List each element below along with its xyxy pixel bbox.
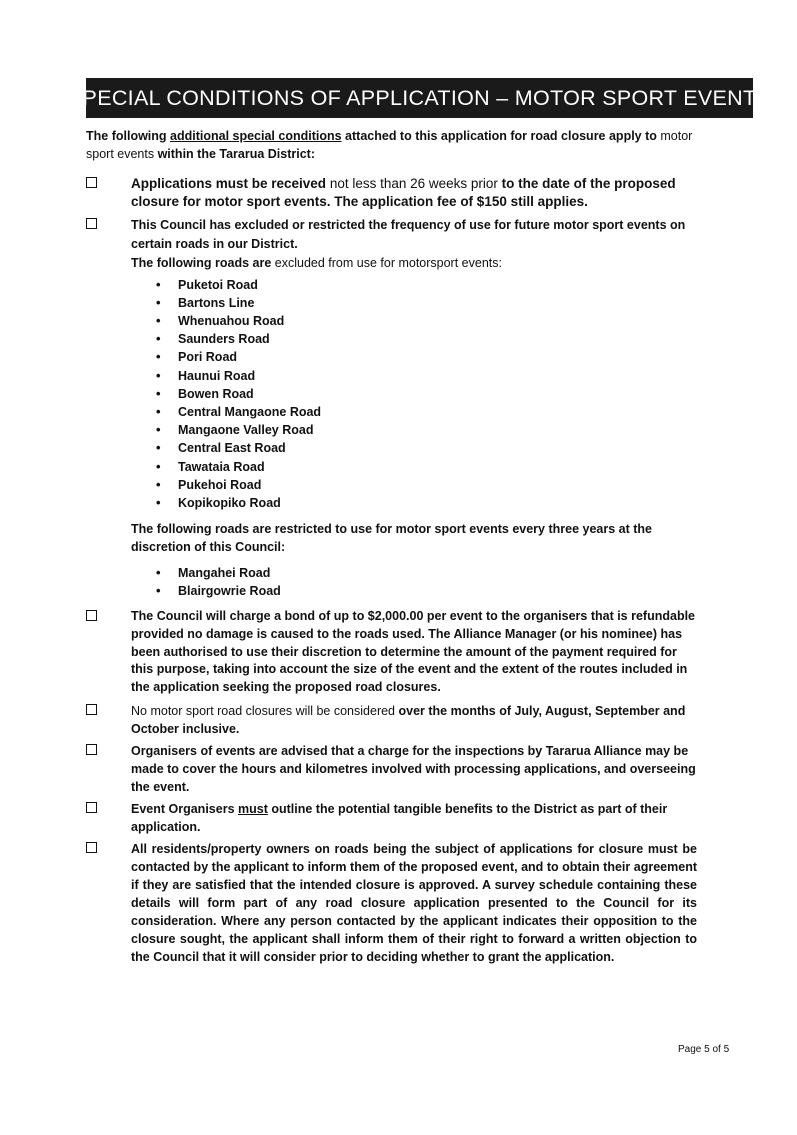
checkbox-icon[interactable] — [86, 610, 97, 621]
condition-4-text: No motor sport road closures will be con… — [131, 702, 697, 738]
condition-5-text: Organisers of events are advised that a … — [131, 744, 696, 794]
road-list-item: Bowen Road — [131, 385, 697, 403]
condition-2-body: This Council has excluded or restricted … — [131, 216, 697, 601]
checkbox-icon[interactable] — [86, 177, 97, 188]
excluded-roads-list: Puketoi RoadBartons LineWhenuahou RoadSa… — [131, 276, 697, 513]
condition-6-part-a: Event Organisers — [131, 802, 238, 816]
checkbox-icon[interactable] — [86, 842, 97, 853]
intro-text-4: motor sport events — [86, 129, 693, 161]
intro-text-5: within the Tararua District: — [157, 147, 316, 161]
condition-6-text: Event Organisers must outline the potent… — [131, 800, 697, 836]
road-list-item: Mangaone Valley Road — [131, 421, 697, 439]
condition-6-part-c: outline the potential tangible benefits … — [131, 802, 668, 834]
road-list-item: Whenuahou Road — [131, 312, 697, 330]
condition-7-text: All residents/property owners on roads b… — [131, 842, 697, 964]
intro-text-1: The following — [86, 129, 171, 143]
road-list-item: Pori Road — [131, 348, 697, 366]
road-list-item: Central East Road — [131, 439, 697, 457]
intro-underlined: additional special conditions — [170, 129, 342, 143]
condition-1-part-a: Applications must be received — [131, 176, 327, 191]
excluded-heading-b: excluded from use for motorsport events: — [274, 256, 502, 270]
road-list-item: Saunders Road — [131, 330, 697, 348]
road-list-item: Puketoi Road — [131, 276, 697, 294]
restricted-roads-heading: The following roads are restricted to us… — [131, 522, 652, 554]
page-number: Page 5 of 5 — [678, 1044, 730, 1055]
condition-2-text: This Council has excluded or restricted … — [131, 218, 686, 251]
condition-4-part-b: over the months of July, August, Septemb… — [131, 704, 686, 736]
road-list-item: Tawataia Road — [131, 458, 697, 476]
page-title-text: SPECIAL CONDITIONS OF APPLICATION – MOTO… — [67, 85, 772, 110]
intro-paragraph: The following additional special conditi… — [86, 127, 696, 163]
page-title: SPECIAL CONDITIONS OF APPLICATION – MOTO… — [68, 78, 771, 118]
condition-1-text: Applications must be received not less t… — [131, 175, 697, 211]
condition-1-part-b: not less than 26 weeks prior — [326, 176, 502, 191]
road-list-item: Kopikopiko Road — [131, 494, 697, 512]
restricted-roads-list: Mangahei RoadBlairgowrie Road — [131, 564, 697, 601]
road-list-item: Mangahei Road — [131, 564, 697, 582]
road-list-item: Blairgowrie Road — [131, 582, 697, 600]
checkbox-icon[interactable] — [86, 744, 97, 755]
checkbox-icon[interactable] — [86, 704, 97, 715]
checkbox-icon[interactable] — [86, 218, 97, 229]
road-list-item: Bartons Line — [131, 294, 697, 312]
road-list-item: Haunui Road — [131, 367, 697, 385]
checkbox-icon[interactable] — [86, 802, 97, 813]
excluded-roads-heading: The following roads are excluded from us… — [131, 254, 697, 273]
condition-4-part-a: No motor sport road closures will be con… — [131, 704, 399, 718]
road-list-item: Central Mangaone Road — [131, 403, 697, 421]
road-list-item: Pukehoi Road — [131, 476, 697, 494]
condition-3-text: The Council will charge a bond of up to … — [131, 609, 696, 695]
condition-1-part-c: to the date of the proposed closure for … — [131, 176, 676, 209]
excluded-heading-a: The following roads are — [131, 256, 275, 270]
condition-6-part-b: must — [238, 802, 268, 816]
intro-text-3: attached to this application for road cl… — [341, 129, 661, 143]
